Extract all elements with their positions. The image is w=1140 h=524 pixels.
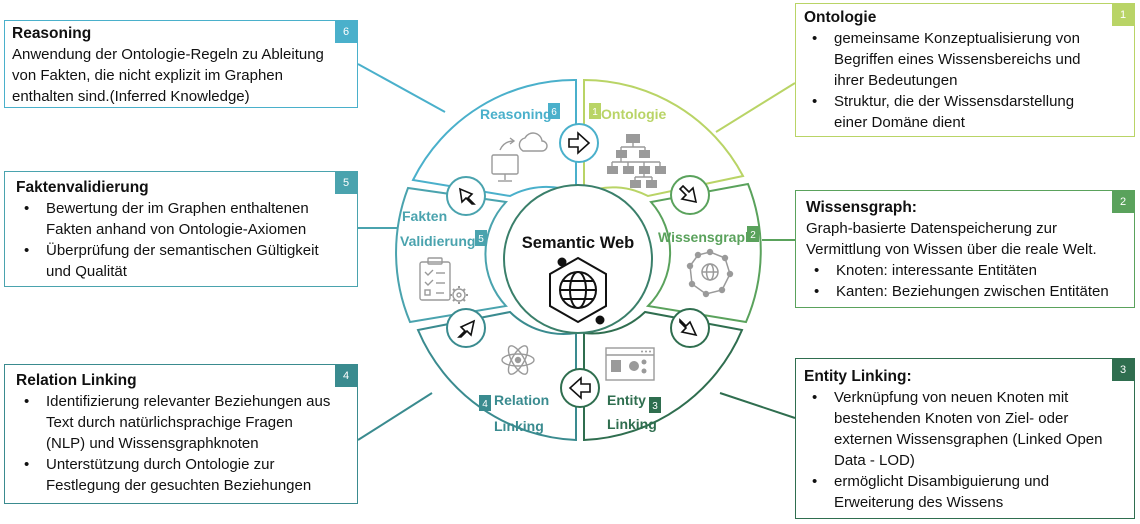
box-bullet-list: gemeinsame Konzeptualisierung von Begrif… bbox=[804, 28, 1110, 133]
box-title: Wissensgraph: bbox=[806, 199, 917, 216]
segment-num-badge-2 bbox=[747, 226, 759, 242]
connector-entity bbox=[719, 392, 796, 419]
segment-entity-linking bbox=[583, 310, 744, 442]
box-title: Faktenvalidierung bbox=[16, 179, 149, 196]
segment-num-badge-6 bbox=[548, 103, 560, 119]
segment-reasoning bbox=[411, 78, 577, 198]
segment-label-relation-line2: Linking bbox=[494, 418, 544, 434]
bullet-item: Unterstützung durch Ontologie zur Festle… bbox=[24, 454, 333, 496]
connector-ontologie bbox=[715, 82, 796, 133]
bullet-item: Bewertung der im Graphen enthaltenen Fak… bbox=[24, 198, 333, 240]
segment-num-badge-1 bbox=[589, 103, 601, 119]
box-title: Entity Linking: bbox=[804, 368, 912, 385]
box-bullet-list: Verknüpfung von neuen Knoten mit bestehe… bbox=[804, 387, 1110, 513]
connector-reasoning bbox=[357, 63, 446, 113]
box-description: Anwendung der Ontologie-Regeln zu Ableit… bbox=[12, 46, 324, 105]
segment-num-2: 2 bbox=[750, 230, 756, 241]
arrow-fakten-to-reasoning bbox=[446, 176, 486, 216]
box-title: Relation Linking bbox=[16, 372, 137, 389]
wissensgraph-box: 2 Wissensgraph: Graph-basierte Datenspei… bbox=[795, 190, 1135, 308]
cloud-computer-icon bbox=[491, 132, 548, 182]
atom-icon bbox=[501, 345, 535, 375]
bullet-item: Identifizierung relevanter Beziehungen a… bbox=[24, 391, 333, 454]
box-number-badge: 3 bbox=[1112, 359, 1134, 381]
box-bullet-list: Knoten: interessante Entitäten Kanten: B… bbox=[806, 260, 1110, 302]
connector-relation bbox=[357, 392, 433, 441]
entity-linking-box: 3 Entity Linking: Verknüpfung von neuen … bbox=[795, 358, 1135, 519]
ontologie-box: 1 Ontologie gemeinsame Konzeptualisierun… bbox=[795, 3, 1135, 137]
box-title: Ontologie bbox=[804, 9, 877, 26]
box-bullet-list: Identifizierung relevanter Beziehungen a… bbox=[16, 391, 333, 496]
globe-network-icon bbox=[549, 256, 607, 325]
arrow-wissensgraph-to-entity bbox=[670, 308, 710, 348]
segment-label-reasoning: Reasoning bbox=[480, 106, 552, 122]
bullet-item: Verknüpfung von neuen Knoten mit bestehe… bbox=[812, 387, 1110, 471]
segment-num-5: 5 bbox=[478, 234, 484, 245]
bullet-item: Struktur, die der Wissensdarstellung ein… bbox=[812, 91, 1110, 133]
segment-label-wissensgraph: Wissensgraph bbox=[658, 229, 754, 245]
box-number-badge: 2 bbox=[1112, 191, 1134, 213]
segment-label-entity-line2: Linking bbox=[607, 416, 657, 432]
box-bullet-list: Bewertung der im Graphen enthaltenen Fak… bbox=[16, 198, 333, 282]
segment-label-ontologie: Ontologie bbox=[601, 106, 667, 122]
bullet-item: Knoten: interessante Entitäten bbox=[814, 260, 1110, 281]
browser-window-icon bbox=[605, 347, 655, 381]
arrow-ontologie-to-wissensgraph bbox=[670, 175, 710, 215]
reasoning-box: 6 Reasoning Anwendung der Ontologie-Rege… bbox=[4, 20, 358, 108]
faktenvalidierung-box: 5 Faktenvalidierung Bewertung der im Gra… bbox=[4, 171, 358, 287]
arrow-reasoning-to-ontologie bbox=[559, 123, 599, 163]
center-title: Semantic Web bbox=[522, 234, 634, 252]
bullet-item: gemeinsame Konzeptualisierung von Begrif… bbox=[812, 28, 1110, 91]
hierarchy-icon bbox=[607, 134, 666, 188]
bullet-item: ermöglicht Disambiguierung und Erweiteru… bbox=[812, 471, 1110, 513]
segment-num-3: 3 bbox=[652, 401, 658, 412]
box-number-badge: 5 bbox=[335, 172, 357, 194]
bullet-item: Kanten: Beziehungen zwischen Entitäten bbox=[814, 281, 1110, 302]
segment-label-relation-line1: Relation bbox=[494, 392, 549, 408]
arrow-entity-to-relation bbox=[560, 368, 600, 408]
box-description: Graph-basierte Datenspeicherung zur Verm… bbox=[806, 220, 1097, 258]
segment-num-badge-4 bbox=[479, 395, 491, 411]
segment-label-entity-line1: Entity bbox=[607, 392, 646, 408]
segment-num-badge-5 bbox=[475, 230, 487, 246]
segment-num-1: 1 bbox=[592, 107, 598, 118]
box-number-badge: 4 bbox=[335, 365, 357, 387]
segment-num-6: 6 bbox=[551, 107, 557, 118]
bullet-item: Überprüfung der semantischen Gültigkeit … bbox=[24, 240, 333, 282]
graph-network-icon bbox=[686, 248, 734, 298]
box-number-badge: 6 bbox=[335, 21, 357, 43]
segment-ontologie bbox=[583, 78, 745, 198]
checklist-gear-icon bbox=[419, 257, 468, 304]
segment-num-4: 4 bbox=[482, 399, 488, 410]
segment-label-fakten-line2: Validierung bbox=[400, 233, 475, 249]
arrow-relation-to-fakten bbox=[446, 308, 486, 348]
box-number-badge: 1 bbox=[1112, 4, 1134, 26]
segment-label-fakten-line1: Fakten bbox=[402, 208, 447, 224]
segment-num-badge-3 bbox=[649, 397, 661, 413]
relation-linking-box: 4 Relation Linking Identifizierung relev… bbox=[4, 364, 358, 504]
segment-faktenvalidierung bbox=[395, 186, 509, 324]
box-title: Reasoning bbox=[12, 25, 92, 42]
